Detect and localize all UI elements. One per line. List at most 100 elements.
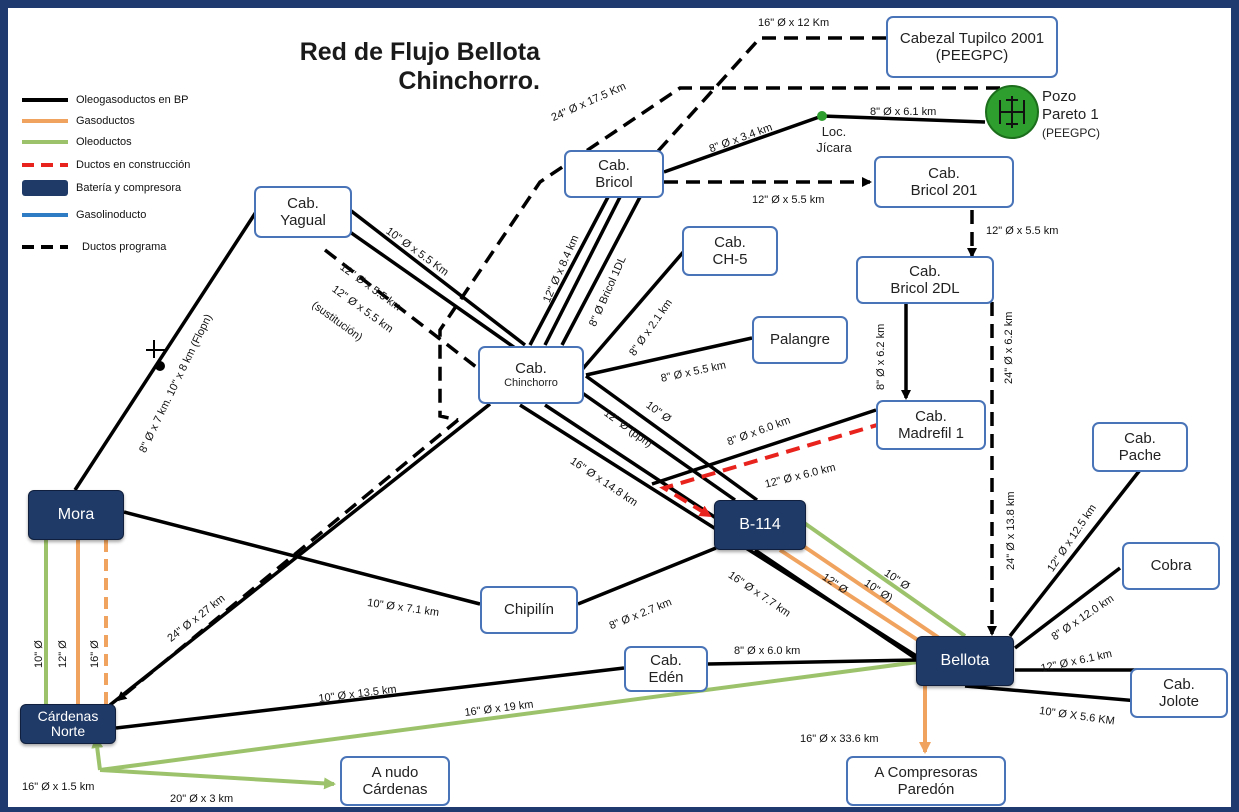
legend-swatches — [22, 98, 68, 249]
node-cab-ch5-line2: CH-5 — [712, 251, 748, 268]
node-pozo-pareto[interactable]: Pozo Pareto 1 (PEEGPC) — [1042, 88, 1122, 140]
junction-point-icon — [155, 361, 165, 371]
pipe-cardenas-bellota-16 — [99, 660, 919, 772]
node-cabezal-tupilco-line1: Cabezal Tupilco 2001 — [899, 29, 1045, 47]
node-loc-jicara[interactable]: Loc. Jícara — [804, 124, 864, 155]
node-cab-bricol-2dl[interactable]: Cab. Bricol 2DL — [856, 256, 994, 304]
node-cabezal-tupilco-line2: (PEEGPC) — [935, 47, 1009, 64]
pipe-label: 10" Ø — [33, 640, 45, 668]
node-cab-bricol-line2: Bricol — [595, 174, 633, 191]
legend-label-oleogas: Oleogasoductos en BP — [76, 94, 189, 106]
pipe-label: 12" Ø x 5.5 km — [752, 194, 825, 206]
frame-bottom-border — [0, 807, 1239, 812]
node-cab-eden[interactable]: Cab. Edén — [624, 646, 708, 692]
node-a-nudo-cardenas[interactable]: A nudo Cárdenas — [340, 756, 450, 806]
pipe-ch5-chinchorro — [578, 248, 687, 374]
node-cab-bricol-2dl-line1: Cab. — [909, 262, 941, 280]
node-cab-bricol[interactable]: Cab. Bricol — [564, 150, 664, 198]
node-cab-bricol-2dl-line2: Bricol 2DL — [890, 280, 960, 297]
pipe-eden-bellota — [707, 658, 919, 666]
node-cab-ch5[interactable]: Cab. CH-5 — [682, 226, 778, 276]
pipe-cardenas-eden — [115, 666, 625, 730]
loc-jicara-point-icon — [817, 111, 827, 121]
page-title: Red de Flujo Bellota Chinchorro. — [270, 38, 540, 96]
gas-pipes — [76, 535, 947, 754]
pipe-pareto-jicara — [821, 114, 986, 124]
node-cab-madrefil-line2: Madrefil 1 — [898, 425, 964, 442]
node-cab-eden-line1: Cab. — [650, 651, 682, 669]
pipe-label: 16" Ø x 1.5 km — [22, 781, 95, 793]
battery-b114[interactable]: B-114 — [714, 500, 806, 550]
node-a-compresoras[interactable]: A Compresoras Paredón — [846, 756, 1006, 806]
node-cab-chinchorro-line2: Chinchorro — [504, 377, 558, 390]
construction-pipes — [659, 421, 885, 518]
pipe-chinchorro-cardenas-24 — [116, 418, 460, 702]
node-cab-bricol-201-line1: Cab. — [928, 164, 960, 182]
pipe-label: 24" Ø x 6.2 km — [1003, 311, 1015, 384]
pipe-label: 16" Ø x 33.6 km — [800, 733, 879, 745]
pipe-chinchorro-b114-2 — [576, 388, 737, 502]
battery-b114-label: B-114 — [739, 515, 781, 533]
pipe-madrefil-chinchorro — [651, 408, 877, 486]
battery-mora[interactable]: Mora — [28, 490, 124, 540]
well-markers — [146, 85, 1039, 371]
node-cab-madrefil[interactable]: Cab. Madrefil 1 — [876, 400, 986, 450]
pipe-pache-bellota — [1008, 468, 1142, 638]
pipe-cobra-bellota — [1013, 566, 1122, 650]
pipe-madrefil-b114-construccion — [659, 421, 885, 518]
battery-cardenas-norte[interactable]: Cárdenas Norte — [20, 704, 116, 744]
node-pozo-pareto-line2: Pareto 1 — [1042, 106, 1099, 123]
node-palangre[interactable]: Palangre — [752, 316, 848, 364]
node-loc-jicara-line2: Jícara — [816, 139, 852, 155]
node-cab-pache-line1: Cab. — [1124, 429, 1156, 447]
program-pipes — [116, 36, 1000, 702]
frame-left-border — [0, 0, 8, 812]
node-cab-bricol-201-line2: Bricol 201 — [910, 182, 978, 199]
pipe-bricol-chinchorro-1 — [528, 196, 610, 346]
frame-right-border — [1231, 0, 1239, 812]
pipe-label: 16" Ø — [89, 640, 101, 668]
pipe-yagual-chinchorro-2 — [338, 223, 520, 352]
pipe-bricol-chinchorro-3 — [560, 196, 642, 346]
pipe-label: 12" Ø x 5.5 km — [986, 225, 1059, 237]
pipe-b114-bellota-16 — [754, 548, 919, 662]
battery-cardenas-norte-line1: Cárdenas — [37, 708, 99, 725]
node-chipilin[interactable]: Chipilín — [480, 586, 578, 634]
pipe-yagual-chinchorro-1 — [348, 208, 527, 347]
legend-label-construction: Ductos en construcción — [76, 159, 191, 171]
node-cab-yagual[interactable]: Cab. Yagual — [254, 186, 352, 238]
pipe-cardenas-nudo-20 — [99, 768, 336, 790]
battery-mora-label: Mora — [57, 505, 95, 523]
node-cab-chinchorro[interactable]: Cab. Chinchorro — [478, 346, 584, 404]
battery-cardenas-norte-line2: Norte — [50, 723, 86, 739]
node-cab-bricol-201[interactable]: Cab. Bricol 201 — [874, 156, 1014, 208]
pipe-bricol-chinchorro-2 — [543, 196, 622, 346]
pipe-palangre-chinchorro — [585, 336, 753, 377]
junction-cross-icon — [146, 340, 166, 358]
frame-top-border — [0, 0, 1239, 8]
node-cobra[interactable]: Cobra — [1122, 542, 1220, 590]
node-cab-pache[interactable]: Cab. Pache — [1092, 422, 1188, 472]
pipe-label: 16" Ø x 12 Km — [758, 17, 830, 29]
node-cab-pache-line2: Pache — [1118, 447, 1162, 464]
node-cab-bricol-line1: Cab. — [598, 156, 630, 174]
legend-label-oil: Oleoductos — [76, 136, 132, 148]
pipe-chipilin-b114 — [577, 546, 717, 606]
pipe-label: 20" Ø x 3 km — [170, 793, 234, 805]
node-cab-yagual-line1: Cab. — [287, 194, 319, 212]
pozo-pareto-wellhead-icon — [999, 96, 1025, 128]
pipe-label: 8" Ø x 6.1 km — [870, 106, 937, 118]
node-pozo-pareto-line1: Pozo — [1042, 88, 1077, 105]
node-cab-jolote-line1: Cab. — [1163, 675, 1195, 693]
pipe-b114-bellota-10a — [798, 518, 967, 638]
node-a-nudo-cardenas-line1: A nudo — [371, 763, 419, 781]
node-cab-ch5-line1: Cab. — [714, 233, 746, 251]
node-cobra-line1: Cobra — [1150, 557, 1192, 575]
battery-bellota-label: Bellota — [940, 651, 990, 669]
node-loc-jicara-line1: Loc. — [821, 124, 847, 139]
node-cabezal-tupilco[interactable]: Cabezal Tupilco 2001 (PEEGPC) — [886, 16, 1058, 78]
pipe-jicara-bricol — [663, 114, 823, 174]
node-cab-jolote[interactable]: Cab. Jolote — [1130, 668, 1228, 718]
battery-bellota[interactable]: Bellota — [916, 636, 1014, 686]
